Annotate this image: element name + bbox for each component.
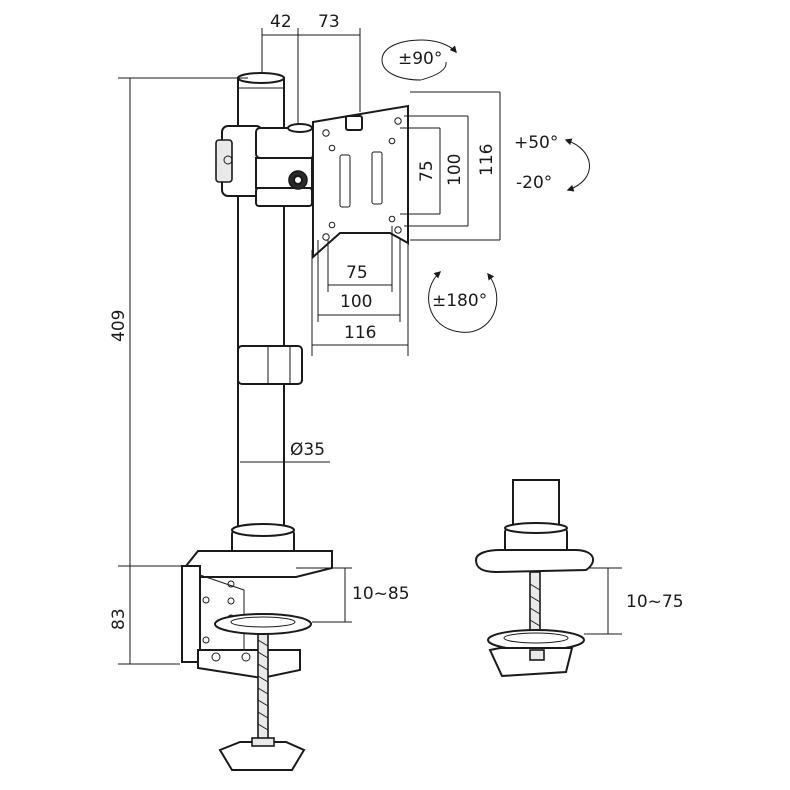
label-vesa-v100: 100 [445,154,465,186]
grommet-mount [474,479,595,678]
label-vesa-v75: 75 [417,160,437,182]
label-pole-height: 409 [109,310,129,342]
vesa-plate [312,104,409,260]
label-tilt-down: -20° [516,173,552,193]
label-swivel: ±90° [398,49,442,69]
desk-clamp [181,523,333,771]
label-pan: ±180° [432,291,487,311]
label-tilt-up: +50° [514,133,558,153]
pan-rotation [428,271,498,333]
label-clamp-range: 10~85 [352,584,410,604]
swivel-rotation [381,39,457,81]
label-pole-diameter: Ø35 [290,440,325,460]
dimension-lines [118,28,622,665]
label-vesa-h75: 75 [346,263,368,283]
label-top-width: 73 [318,12,340,32]
label-vesa-h100: 100 [340,292,372,312]
label-grommet-range: 10~75 [626,592,684,612]
label-vesa-v116: 116 [477,144,497,176]
tilt-rotation [564,138,590,192]
label-clamp-height: 83 [109,608,129,630]
label-vesa-h116: 116 [344,323,376,343]
label-top-offset: 42 [270,12,292,32]
tilt-joint [215,123,315,207]
cable-clip [237,345,303,385]
